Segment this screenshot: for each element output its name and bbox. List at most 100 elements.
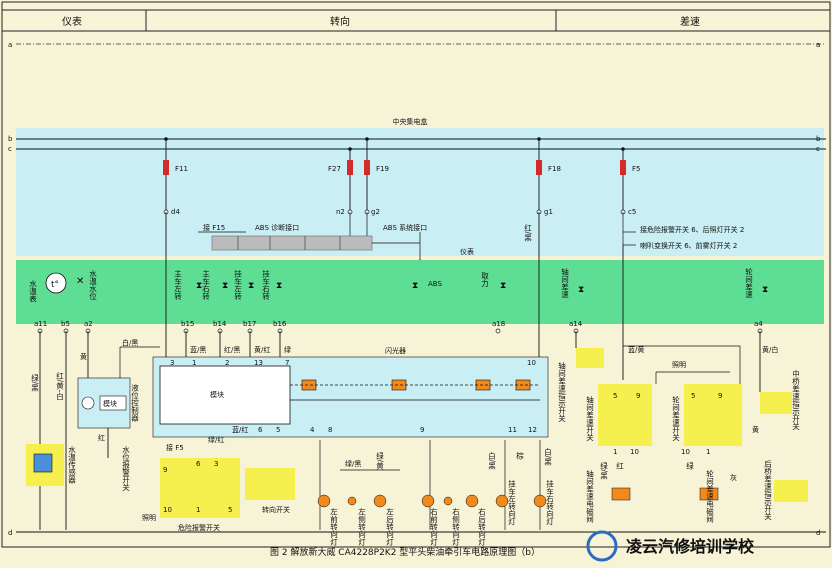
pin-b15: b15 — [181, 320, 194, 328]
axle-ind-switch-box — [576, 348, 604, 368]
rail-b-left: b — [8, 135, 13, 143]
lamp-trailer-right: 挂车右转向灯 — [545, 479, 554, 527]
indicator-trailer-left: ⧗挂车左转 — [233, 269, 254, 302]
wire-green: 绿 — [284, 345, 291, 354]
lamp-side-right: 右侧转向灯 — [451, 507, 460, 547]
level-ctrl-label: 液位控制器 — [130, 383, 139, 423]
watermark-text: 凌云汽修培训学校 — [626, 537, 755, 556]
indicator-pto: ⧗ 取力 — [480, 272, 506, 291]
abs-connector — [211, 235, 373, 251]
svg-text:1: 1 — [196, 506, 200, 514]
pin-b17: b17 — [243, 320, 256, 328]
svg-text:3: 3 — [170, 359, 174, 367]
pin-b14: b14 — [213, 320, 227, 328]
pin-c5: c5 — [628, 208, 636, 216]
svg-text:10: 10 — [681, 448, 690, 456]
rail-c-right: c — [816, 145, 820, 153]
module-small-label: 模块 — [103, 399, 117, 408]
svg-text:5: 5 — [228, 506, 232, 514]
svg-text:5: 5 — [276, 426, 280, 434]
wire-red-black-2: 红/黑 — [224, 345, 240, 354]
hazard-label: 危险报警开关 — [178, 523, 220, 532]
svg-text:12: 12 — [528, 426, 537, 434]
wire-lighting: 照明 — [142, 514, 156, 522]
svg-text:⧗: ⧗ — [578, 285, 584, 295]
lamp-trailer-left: 挂车左转向灯 — [507, 479, 516, 527]
rail-a-right: a — [816, 41, 820, 49]
abs-system-label: ABS 系统接口 — [383, 223, 427, 232]
wire-green-black-lamp: 绿/黑 — [345, 459, 361, 468]
pin-n2: n2 — [336, 208, 345, 216]
svg-text:4: 4 — [310, 426, 315, 434]
wire-green-black-axle: 绿/黑 — [599, 462, 608, 481]
water-sensor-label: 水温传感器 — [67, 445, 76, 485]
svg-text:挂车左转: 挂车左转 — [233, 269, 242, 302]
wheel-switch-label: 轮间差速开关 — [671, 395, 680, 443]
svg-text:取力: 取力 — [480, 272, 489, 289]
lamp-rear-left: 左后转向灯 — [385, 507, 394, 547]
wire-brown: 棕 — [515, 451, 524, 461]
pin-g2: g2 — [371, 208, 380, 216]
lamp-front-right: 右前转向灯 — [429, 507, 438, 547]
fuse-f18: F18 — [536, 139, 561, 210]
svg-text:8: 8 — [328, 426, 332, 434]
svg-text:F5: F5 — [632, 165, 640, 173]
svg-text:13: 13 — [254, 359, 263, 367]
mid-axle-switch-box — [760, 392, 792, 414]
wire-white-black-lamp: 白/黑 — [487, 451, 496, 471]
lamp-front-left: 左前转向灯 — [329, 507, 338, 547]
wheel-valve — [699, 487, 719, 501]
module-label: 模块 — [210, 390, 224, 399]
pin-d4: d4 — [171, 208, 180, 216]
wire-blue-black: 蓝/黑 — [190, 345, 206, 354]
svg-text:⧗: ⧗ — [196, 281, 202, 291]
svg-text:✕: ✕ — [76, 276, 84, 287]
wire-blue-yellow: 蓝/黄 — [628, 345, 644, 354]
svg-text:10: 10 — [527, 359, 536, 367]
indicator-main-right: ⧗主车右转 — [201, 269, 228, 302]
indicator-wheel-diff: ⧗轮间差速 — [744, 267, 768, 300]
svg-text:9: 9 — [420, 426, 424, 434]
pin-b5: b5 — [61, 320, 70, 328]
svg-text:挂车右转: 挂车右转 — [261, 269, 270, 302]
watermark-logo — [586, 530, 618, 562]
svg-text:10: 10 — [630, 448, 639, 456]
indicator-main-left: ⧗ 主车左转 — [173, 269, 202, 302]
abs-instrument-label: 仪表 — [460, 247, 474, 256]
svg-text:5: 5 — [691, 392, 695, 400]
wire-lighting-2: 照明 — [672, 361, 686, 369]
fuse-f5: F5 — [620, 149, 640, 210]
fuse-f27: F27 — [328, 149, 353, 210]
indicator-band — [16, 260, 824, 324]
turn-switch-box — [245, 468, 295, 500]
flasher-label: 闪光器 — [385, 346, 406, 355]
wire-blue-red: 蓝/红 — [232, 425, 248, 434]
wire-yellow-2: 黄 — [752, 425, 759, 434]
rail-b-right: b — [816, 135, 821, 143]
wire-green-red: 绿/红 — [208, 435, 224, 444]
pin-g1: g1 — [544, 208, 553, 216]
svg-text:F18: F18 — [548, 165, 561, 173]
header-turn: 转向 — [330, 15, 350, 28]
svg-text:1: 1 — [613, 448, 617, 456]
svg-text:主车右转: 主车右转 — [201, 269, 210, 302]
svg-text:轮间差速: 轮间差速 — [744, 267, 753, 300]
svg-text:11: 11 — [508, 426, 517, 434]
rear-axle-switch-box — [774, 480, 808, 502]
header-diff: 差速 — [680, 15, 700, 28]
wire-yellow: 黄 — [80, 352, 87, 361]
svg-text:1: 1 — [706, 448, 710, 456]
svg-text:⧗: ⧗ — [500, 281, 506, 291]
svg-text:2: 2 — [225, 359, 229, 367]
abs-diag-label: ABS 诊断接口 — [255, 223, 299, 232]
indicator-trailer-right: ⧗挂车右转 — [261, 269, 282, 302]
svg-text:主车左转: 主车左转 — [173, 269, 182, 302]
axle-ind-switch-label: 轴间差速指示开关 — [557, 361, 566, 424]
wheel-switch-box — [684, 384, 742, 446]
svg-text:6: 6 — [258, 426, 263, 434]
svg-text:水温表: 水温表 — [28, 279, 37, 304]
lamp-rear-right: 右后转向灯 — [477, 507, 486, 547]
axle-switch-box — [598, 384, 652, 446]
